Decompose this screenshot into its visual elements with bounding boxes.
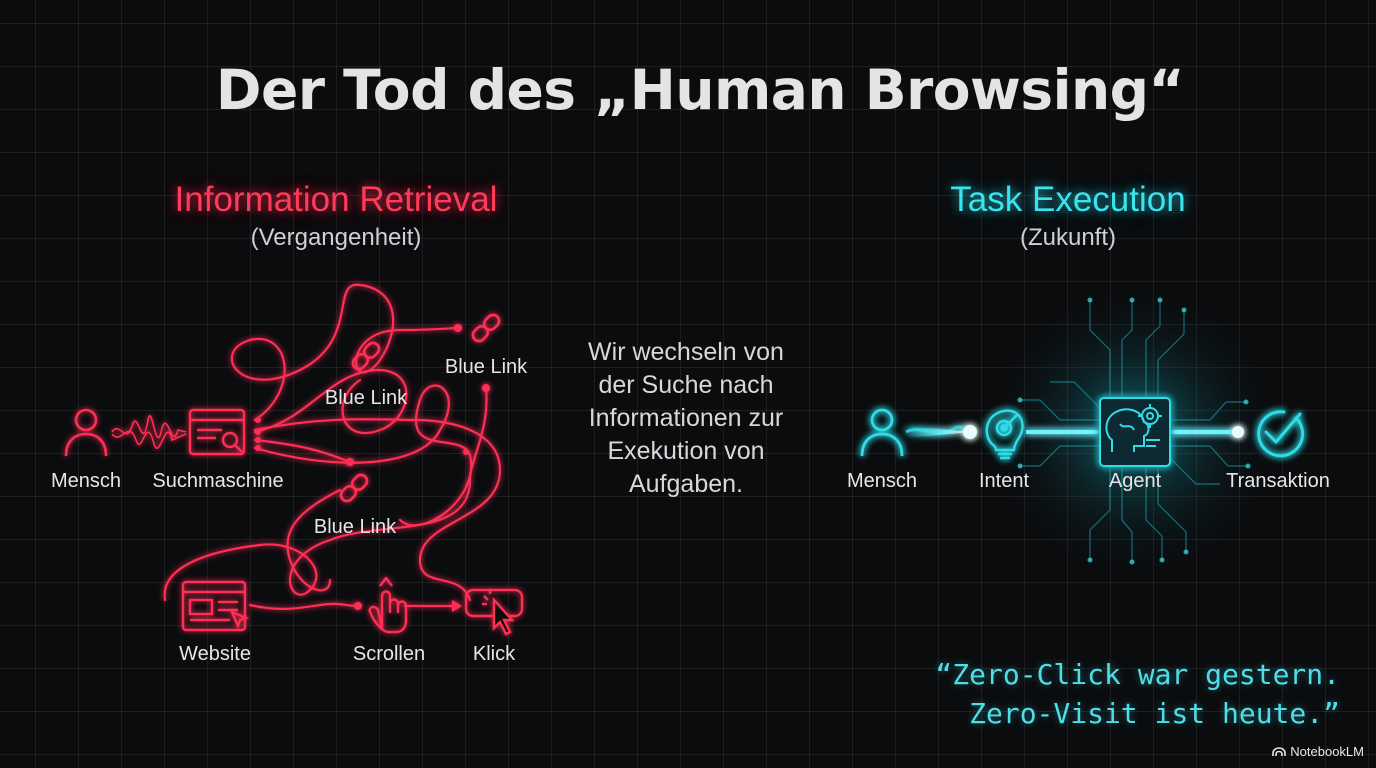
left-panel-subtitle: (Vergangenheit) <box>250 224 422 251</box>
label-website: Website <box>179 643 251 665</box>
brand-name: NotebookLM <box>1290 744 1364 759</box>
brand-watermark: NotebookLM <box>1272 744 1364 759</box>
tangled-paths <box>163 283 502 610</box>
notebooklm-logo-icon <box>1272 746 1287 756</box>
label-agent: Agent <box>1108 470 1162 492</box>
checkmark-circle-icon <box>1257 410 1305 458</box>
label-suchmaschine: Suchmaschine <box>152 470 284 492</box>
right-panel-subtitle: (Zukunft) <box>1019 224 1117 251</box>
page-title: Der Tod des „Human Browsing“ <box>215 58 1185 122</box>
chain-link-icon <box>339 473 369 503</box>
click-cursor-icon <box>464 588 524 636</box>
search-window-icon <box>188 408 246 456</box>
closing-quote: “Zero-Click war gestern. Zero-Visit ist … <box>920 655 1340 733</box>
transition-line: Informationen zur <box>588 404 784 432</box>
transition-line: Wir wechseln von <box>588 338 784 366</box>
transition-statement: Wir wechseln von der Suche nach Informat… <box>566 336 806 501</box>
quote-line: “Zero-Click war gestern. <box>935 658 1340 691</box>
label-blue-link-1: Blue Link <box>444 356 528 378</box>
right-panel-title: Task Execution <box>950 180 1186 219</box>
transition-line: Exekution von <box>607 437 765 465</box>
transition-line: der Suche nach <box>598 371 774 399</box>
chain-link-icon <box>351 341 381 371</box>
target-lightbulb-icon <box>985 409 1024 460</box>
label-mensch-left: Mensch <box>50 470 122 492</box>
label-transaktion: Transaktion <box>1226 470 1330 492</box>
quote-line: Zero-Visit ist heute.” <box>969 697 1340 730</box>
website-icon <box>181 580 250 632</box>
chain-link-icon <box>471 313 501 343</box>
brain-gear-chip-icon <box>1099 397 1171 467</box>
transition-line: Aufgaben. <box>629 470 743 498</box>
circuit-traces <box>1020 300 1248 562</box>
label-blue-link-2: Blue Link <box>324 387 408 409</box>
label-mensch-right: Mensch <box>846 470 918 492</box>
label-klick: Klick <box>472 643 516 665</box>
person-icon <box>64 408 108 457</box>
label-intent: Intent <box>978 470 1030 492</box>
label-blue-link-3: Blue Link <box>313 516 397 538</box>
person-icon <box>860 408 904 457</box>
hand-scroll-icon <box>368 576 408 634</box>
left-panel-title: Information Retrieval <box>174 180 498 219</box>
flow-beam <box>905 425 1244 439</box>
noise-wave <box>111 415 187 449</box>
label-scrollen: Scrollen <box>352 643 426 665</box>
